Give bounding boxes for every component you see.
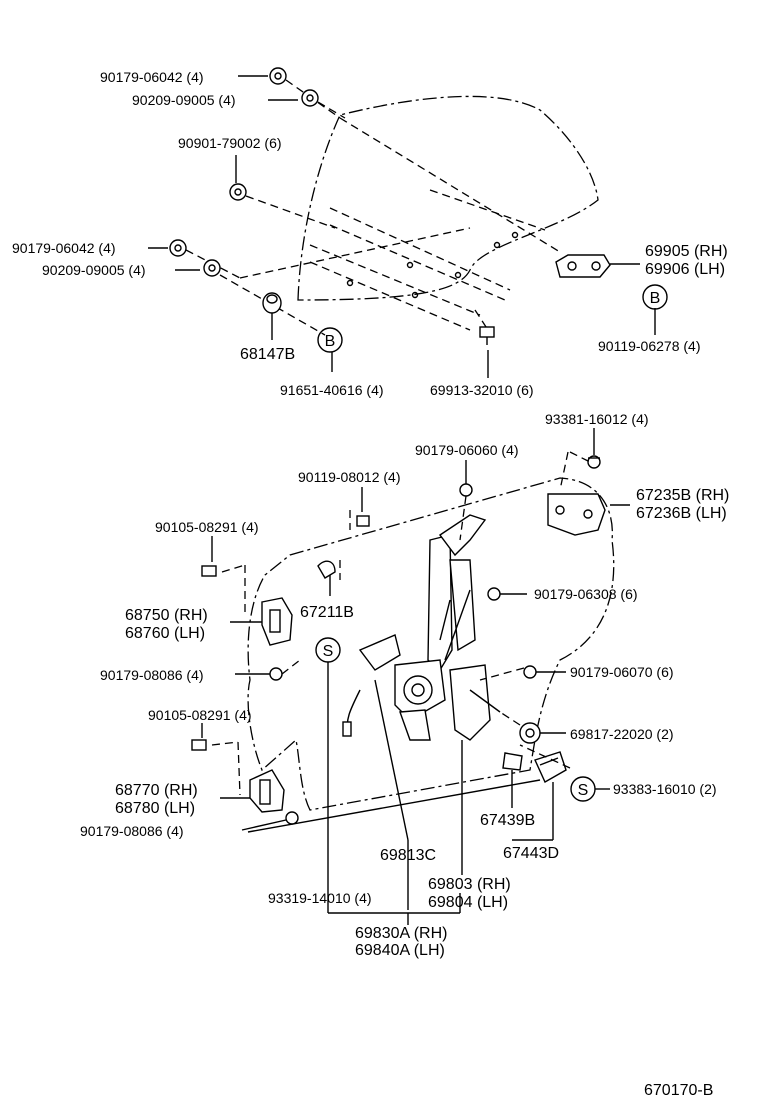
label-67211b: 67211B [300,604,354,621]
part-68147b [262,292,282,314]
nut-90179-08086-lower [285,811,299,825]
label-69905: 69905 (RH) [645,243,728,260]
lower-leaders [201,428,630,925]
label-68760: 68760 (LH) [125,625,205,642]
label-93381-16012: 93381-16012 (4) [545,411,649,427]
door-glass [297,95,599,301]
label-68147b: 68147B [240,346,295,363]
door-panel-outline [247,477,615,811]
door-bottom-edge [247,779,541,833]
hinge-68750 [261,597,293,646]
stopper-69905 [555,254,611,278]
nut-90179-06042-left [169,239,187,257]
nut-90179-06042-top [269,67,287,85]
marker-b-right: B [642,284,668,310]
label-69804: 69804 (LH) [428,894,508,911]
marker-s-left: S [315,637,341,663]
marker-b-left: B [317,327,343,353]
label-69913-32010: 69913-32010 (6) [430,382,534,398]
label-69803: 69803 (RH) [428,876,511,893]
label-93319-14010: 93319-14010 (4) [268,890,372,906]
label-93383-16010: 93383-16010 (2) [613,781,717,797]
glass-bolt-holes [346,231,519,299]
label-69813c: 69813C [380,847,436,864]
nut-90179-06070 [523,665,537,679]
figure-number: 670170-B [644,1082,713,1099]
svg-text:S: S [578,782,589,799]
part-labels: 90179-06042 (4) 90209-09005 (4) 90901-79… [12,69,729,1099]
hinge-68770 [249,769,285,813]
guide-67443d [534,751,567,783]
label-90901-79002: 90901-79002 (6) [178,135,282,151]
label-90209-09005-left: 90209-09005 (4) [42,262,146,278]
nut-90179-06308 [487,587,501,601]
washer-90209-09005-left [203,259,221,277]
svg-text:S: S [323,643,334,660]
bolt-90105-08291-lower [191,739,207,751]
label-68750: 68750 (RH) [125,607,208,624]
bushing-90901-79002 [229,183,247,201]
label-90119-06278: 90119-06278 (4) [598,338,700,354]
nut-90179-06060 [459,483,473,497]
label-90179-08086-upper: 90179-08086 (4) [100,667,204,683]
top-leaders [148,75,656,378]
bolt-90105-08291-upper [201,565,217,577]
bolt-90119-08012 [356,515,370,527]
label-90179-06042-left: 90179-06042 (4) [12,240,116,256]
label-90119-08012: 90119-08012 (4) [298,469,400,485]
label-69830a: 69830A (RH) [355,925,448,942]
glass-channel-guides [239,117,561,331]
label-69906: 69906 (LH) [645,261,725,278]
label-67235b: 67235B (RH) [636,487,729,504]
label-90105-08291-lower: 90105-08291 (4) [148,707,252,723]
label-90179-08086-lower: 90179-08086 (4) [80,823,184,839]
label-90179-06070: 90179-06070 (6) [570,664,674,680]
label-68770: 68770 (RH) [115,782,198,799]
label-67439b: 67439B [480,812,535,829]
svg-text:B: B [650,290,661,307]
svg-text:B: B [325,333,336,350]
bracket-67235b [547,493,606,536]
regulator-assembly [342,514,501,741]
nut-90179-08086-upper [269,667,283,681]
marker-s-right: S [570,776,596,802]
label-90179-06060: 90179-06060 (4) [415,442,519,458]
label-90179-06308: 90179-06308 (6) [534,586,638,602]
label-67443d: 67443D [503,845,559,862]
bolt-93381-16012 [587,455,601,469]
label-69840a: 69840A (LH) [355,942,445,959]
label-90209-09005-top: 90209-09005 (4) [132,92,236,108]
guide-67439b [502,752,523,771]
label-69817-22020: 69817-22020 (2) [570,726,674,742]
clip-67211b [317,560,336,579]
label-90179-06042-top: 90179-06042 (4) [100,69,204,85]
label-67236b: 67236B (LH) [636,505,727,522]
label-90105-08291-upper: 90105-08291 (4) [155,519,259,535]
roller-69817-22020 [519,722,541,744]
washer-90209-09005-top [301,89,319,107]
bolt-69913-32010 [479,326,495,345]
label-91651-40616: 91651-40616 (4) [280,382,384,398]
label-68780: 68780 (LH) [115,800,195,817]
